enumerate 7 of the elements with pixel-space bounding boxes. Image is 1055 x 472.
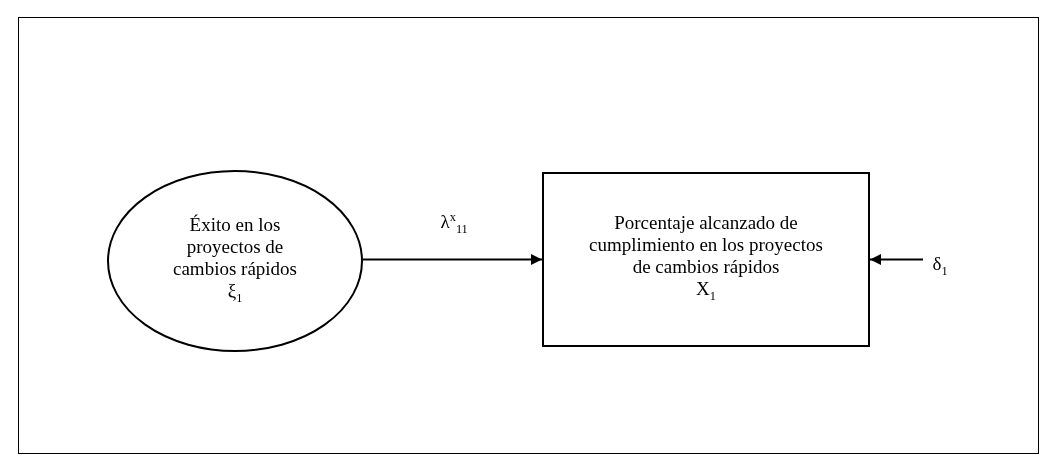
arrow xyxy=(869,254,924,265)
variable-symbol: X$_{1}$ xyxy=(696,278,716,305)
indicator-box xyxy=(542,172,870,347)
node-label: Porcentaje alcanzado de cumplimiento en los proyectos de cambios rápidos xyxy=(588,212,824,279)
variable-symbol: ξ$_{1}$ xyxy=(227,279,243,307)
arrow xyxy=(362,254,543,265)
error-term-label: δ$_{1}$ xyxy=(932,252,948,280)
